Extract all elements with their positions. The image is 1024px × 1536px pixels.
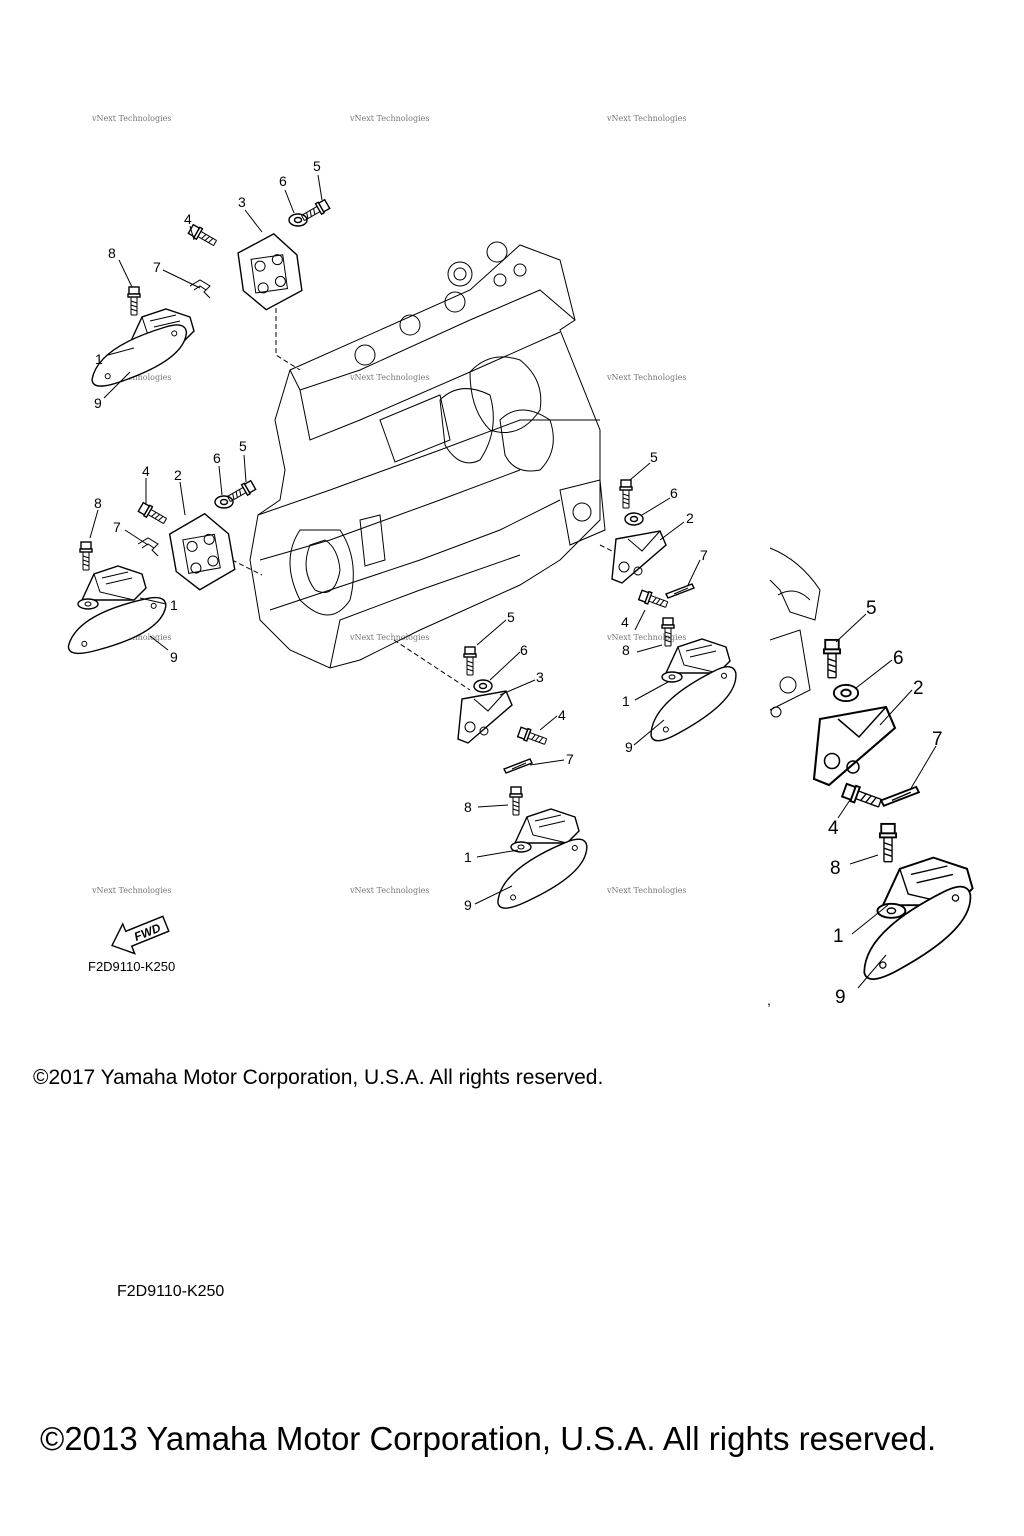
stray-mark: , <box>767 992 771 1008</box>
callout-9: 9 <box>625 739 633 755</box>
callout-6: 6 <box>520 642 528 658</box>
callout-3: 3 <box>238 194 246 210</box>
callout-5: 5 <box>866 598 877 619</box>
callout-2: 2 <box>686 510 694 526</box>
watermark-text: vNext Technologies <box>91 114 171 123</box>
mount-group-right: 5 6 2 7 4 8 1 9 <box>611 449 750 755</box>
callout-1: 1 <box>622 693 630 709</box>
callout-9: 9 <box>170 649 178 665</box>
watermark-text: vNext Technologies <box>349 886 429 895</box>
callout-6: 6 <box>213 450 221 466</box>
watermark-text: vNext Technologies <box>349 114 429 123</box>
callout-8: 8 <box>830 858 841 879</box>
callout-9: 9 <box>94 395 102 411</box>
callout-2: 2 <box>174 467 182 483</box>
callout-5: 5 <box>507 609 515 625</box>
callout-8: 8 <box>94 495 102 511</box>
callout-5: 5 <box>313 158 321 174</box>
watermark-text: vNext Technologies <box>91 886 171 895</box>
watermark-text: vNext Technologies <box>606 373 686 382</box>
callout-4: 4 <box>142 463 150 479</box>
callout-6: 6 <box>893 648 904 669</box>
callout-4: 4 <box>184 211 192 227</box>
callout-1: 1 <box>170 597 178 613</box>
fwd-arrow: FWD <box>111 915 170 955</box>
callout-6: 6 <box>670 485 678 501</box>
callout-4: 4 <box>828 818 839 839</box>
callout-2: 2 <box>913 678 924 699</box>
callout-3: 3 <box>536 669 544 685</box>
callout-1: 1 <box>95 351 103 367</box>
copyright-2013: ©2013 Yamaha Motor Corporation, U.S.A. A… <box>40 1420 937 1457</box>
callout-7: 7 <box>113 519 121 535</box>
footer-reference-code: F2D9110-K250 <box>117 1283 225 1300</box>
callout-9: 9 <box>835 987 846 1008</box>
callout-6: 6 <box>279 173 287 189</box>
callout-7: 7 <box>700 547 708 563</box>
watermark-text: vNext Technologies <box>606 114 686 123</box>
callout-4: 4 <box>558 707 566 723</box>
diagram-reference-code: F2D9110-K250 <box>88 959 176 974</box>
watermark-text: vNext Technologies <box>606 633 686 642</box>
callout-5: 5 <box>239 438 247 454</box>
watermark-text: vNext Technologies <box>349 373 429 382</box>
mount-group-upper-left: 5 6 3 4 8 7 1 9 <box>83 158 331 411</box>
engine-detail-right <box>769 547 821 718</box>
watermark-text: vNext Technologies <box>606 886 686 895</box>
callout-7: 7 <box>932 729 943 750</box>
callout-8: 8 <box>622 642 630 658</box>
mount-group-middle-left: 5 6 2 4 8 7 1 9 <box>62 438 257 665</box>
watermarks: vNext Technologies vNext Technologies vN… <box>91 114 686 895</box>
engine-block <box>231 241 631 691</box>
callout-9: 9 <box>464 897 472 913</box>
mount-group-center: 5 6 3 4 7 8 1 9 <box>457 609 599 913</box>
callout-7: 7 <box>153 259 161 275</box>
callout-4: 4 <box>621 614 629 630</box>
copyright-2017: ©2017 Yamaha Motor Corporation, U.S.A. A… <box>33 1066 604 1089</box>
callout-1: 1 <box>833 926 844 947</box>
callout-7: 7 <box>566 751 574 767</box>
callout-1: 1 <box>464 849 472 865</box>
mount-group-enlarged: 5 6 2 7 4 8 1 9 , <box>767 598 988 1008</box>
watermark-text: vNext Technologies <box>349 633 429 642</box>
callout-5: 5 <box>650 449 658 465</box>
callout-8: 8 <box>108 245 116 261</box>
callout-8: 8 <box>464 799 472 815</box>
